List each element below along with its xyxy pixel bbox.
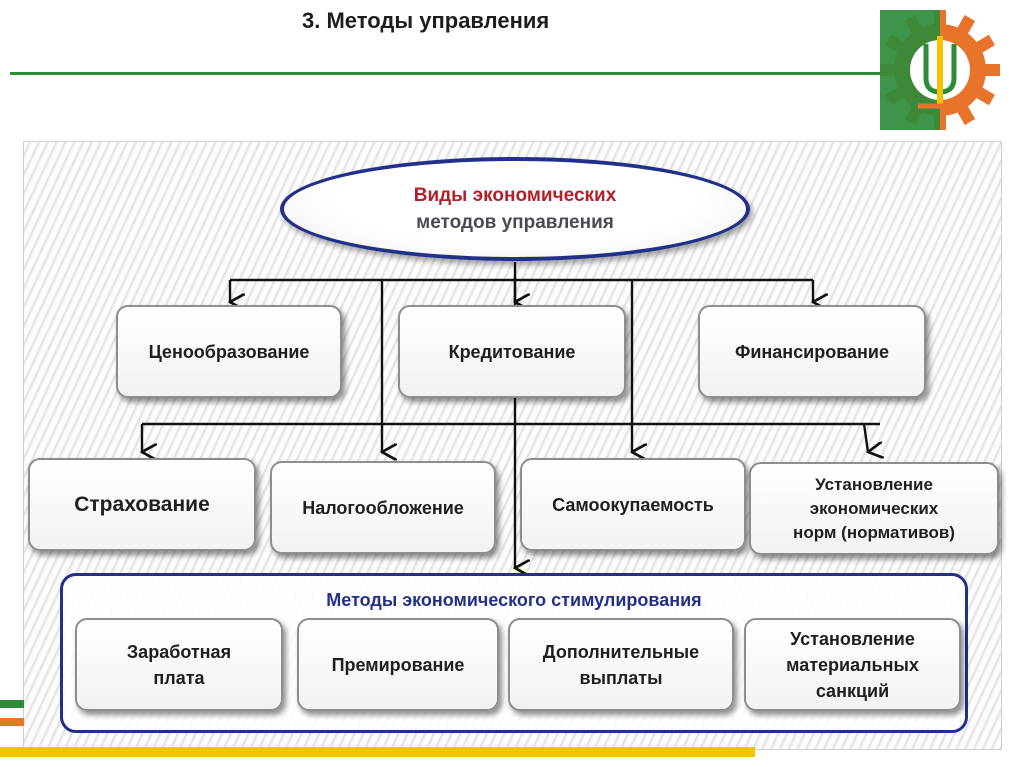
stripe-orange (0, 718, 24, 726)
box-additional-payments: Дополнительные выплаты (508, 618, 734, 711)
gear-wheat-logo-icon (880, 10, 1000, 130)
box-crediting: Кредитование (398, 305, 626, 398)
box-pricing: Ценообразование (116, 305, 342, 398)
title-rule (10, 72, 890, 75)
slide-title: 3. Методы управления (302, 8, 550, 33)
box-economic-norms: Установление экономических норм (нормати… (749, 462, 999, 555)
box-insurance: Страхование (28, 458, 256, 551)
box-financing: Финансирование (698, 305, 926, 398)
stripe-yellow (0, 747, 755, 757)
stimulation-group-title: Методы экономического стимулирования (326, 590, 702, 610)
root-line-2: методов управления (416, 212, 614, 233)
box-taxation: Налогообложение (270, 461, 496, 554)
root-line-1: Виды экономических (413, 185, 617, 206)
box-bonuses: Премирование (297, 618, 499, 711)
root-oval: Виды экономических методов управления (280, 157, 750, 261)
box-salary: Заработная плата (75, 618, 283, 711)
box-self-financing: Самоокупаемость (520, 458, 746, 551)
stripe-green (0, 700, 24, 708)
box-material-sanctions: Установление материальных санкций (744, 618, 961, 711)
